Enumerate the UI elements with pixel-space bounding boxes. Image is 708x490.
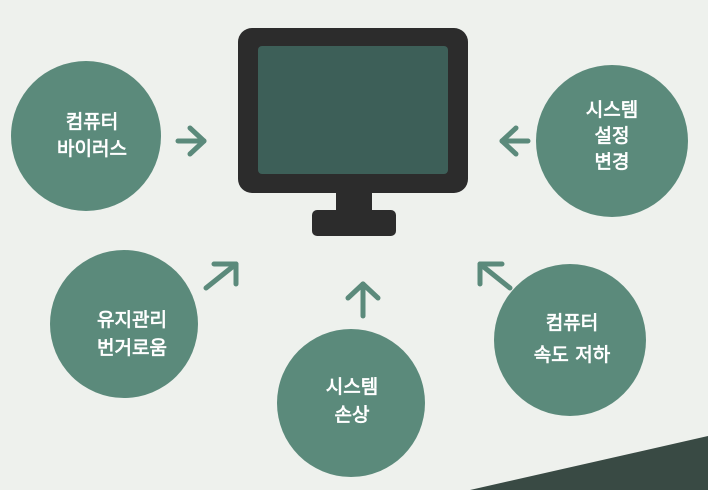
- arrow-left-icon: [499, 125, 531, 157]
- cause-label-slowdown-line2: 속도 저하: [534, 344, 611, 366]
- cause-label-damage-line2: 손상: [335, 404, 370, 426]
- corner-band: [470, 436, 708, 490]
- cause-circle-bios: [11, 61, 161, 211]
- cause-label-bios-line1: 컴퓨터: [66, 111, 118, 133]
- cause-label-maintenance-line2: 번거로움: [97, 337, 167, 359]
- arrow-up-icon: [345, 281, 381, 319]
- cause-circle-slowdown: [494, 264, 646, 416]
- cause-label-settings-line3: 변경: [595, 151, 630, 173]
- cause-label-slowdown-line1: 컴퓨터: [546, 312, 598, 334]
- cause-label-bios-line2: 바이러스: [57, 138, 127, 160]
- cause-circle-damage: [277, 329, 425, 477]
- cause-label-settings-line1: 시스템: [586, 99, 638, 121]
- computer-monitor-icon: [238, 28, 468, 236]
- arrow-up-right-icon: [203, 261, 239, 291]
- cause-label-settings-line2: 설정: [595, 125, 630, 147]
- cause-label-maintenance-line1: 유지관리: [97, 309, 167, 331]
- arrow-up-left-icon: [477, 261, 513, 291]
- cause-circle-settings: [536, 65, 688, 217]
- cause-circle-maintenance: [50, 250, 198, 398]
- cause-label-damage-line1: 시스템: [326, 376, 378, 398]
- arrow-right-icon: [175, 125, 207, 157]
